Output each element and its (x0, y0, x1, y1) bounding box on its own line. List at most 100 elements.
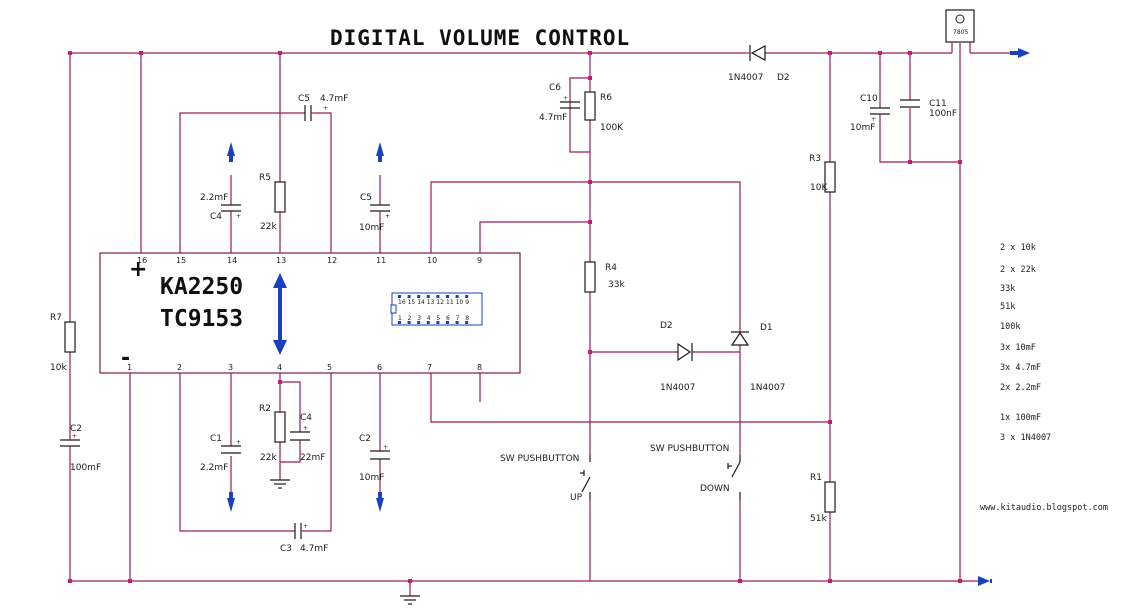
svg-text:2.2mF: 2.2mF (200, 463, 228, 473)
svg-text:C3: C3 (280, 544, 292, 554)
bom-item: 100k (1000, 322, 1020, 332)
svg-text:7805: 7805 (953, 29, 968, 36)
svg-text:22k: 22k (260, 453, 277, 463)
dip-pin-label: 1 (398, 315, 402, 322)
arrow-down-icon (376, 492, 384, 512)
svg-text:10mF: 10mF (359, 223, 384, 233)
svg-text:4.7mF: 4.7mF (300, 544, 328, 554)
ic-name-tc9153: TC9153 (160, 306, 243, 332)
arrow-left-icon (1010, 48, 1030, 58)
svg-text:51k: 51k (810, 514, 827, 524)
arrow-up-icon (227, 142, 235, 162)
svg-text:10mF: 10mF (359, 473, 384, 483)
svg-text:SW PUSHBUTTON: SW PUSHBUTTON (500, 454, 579, 464)
pin-9: 9 (477, 256, 482, 265)
dip-pin-label: 5 (436, 315, 440, 322)
svg-text:10K: 10K (810, 183, 828, 193)
dip-pin-marker (407, 321, 411, 324)
dip-pin-marker (417, 295, 421, 298)
svg-text:22mF: 22mF (300, 453, 325, 463)
bom-item: 2 x 10k (1000, 243, 1036, 253)
ic-ka2250: 16 15 14 13 12 11 10 9 1 2 3 4 5 6 7 8 +… (99, 252, 521, 374)
svg-text:10k: 10k (50, 363, 67, 373)
ic-plus-sign: + (129, 257, 147, 282)
bom-item: 3x 10mF (1000, 343, 1036, 353)
svg-text:D1: D1 (760, 323, 773, 333)
dip-pin-label: 12 (436, 299, 444, 306)
svg-text:C10: C10 (860, 94, 878, 104)
svg-text:+: + (303, 425, 308, 432)
pin-16: 16 (137, 256, 147, 265)
pin-5: 5 (327, 363, 332, 372)
arrow-down-icon (227, 492, 235, 512)
svg-text:+: + (303, 523, 308, 530)
svg-text:+: + (563, 95, 568, 102)
dip-pin-label: 16 (398, 299, 406, 306)
pin-13: 13 (276, 256, 286, 265)
pin-7: 7 (427, 363, 432, 372)
dip-pin-label: 3 (417, 315, 421, 322)
dip-pin-marker (465, 321, 469, 324)
svg-text:R5: R5 (259, 173, 271, 183)
dip-pin-label: 6 (446, 315, 450, 322)
svg-text:C5: C5 (298, 94, 310, 104)
svg-text:C2: C2 (359, 434, 371, 444)
dip-pin-marker (426, 295, 430, 298)
pin-14: 14 (227, 256, 237, 265)
resistor-r6: R6 100K (584, 91, 624, 133)
dip-pin-label: 10 (456, 299, 464, 306)
capacitor-c5-top: C5 4.7mF + (298, 94, 348, 121)
svg-text:1N4007: 1N4007 (660, 383, 695, 393)
capacitor-c2-bottom: + C2 10mF (359, 434, 390, 483)
svg-text:D2: D2 (777, 73, 790, 83)
resistor-r3: R3 10K (809, 154, 836, 193)
dip-pin-label: 9 (465, 299, 469, 306)
svg-text:R1: R1 (810, 473, 822, 483)
svg-text:UP: UP (570, 493, 583, 503)
bom-item: 1x 100mF (1000, 413, 1041, 423)
svg-text:100nF: 100nF (929, 109, 957, 119)
svg-text:C6: C6 (549, 83, 561, 93)
svg-text:4.7mF: 4.7mF (320, 94, 348, 104)
dip-pin-marker (465, 295, 469, 298)
bom-item: 2 x 22k (1000, 265, 1036, 275)
svg-text:1N4007: 1N4007 (750, 383, 785, 393)
svg-text:+: + (323, 105, 328, 112)
pin-8: 8 (477, 363, 482, 372)
pushbutton-up: SW PUSHBUTTON UP (500, 454, 591, 503)
svg-text:+: + (383, 444, 388, 451)
capacitor-c11: C11 100nF (900, 99, 957, 119)
svg-text:SW PUSHBUTTON: SW PUSHBUTTON (650, 444, 729, 454)
dip-pin-label: 15 (408, 299, 416, 306)
svg-text:2.2mF: 2.2mF (200, 193, 228, 203)
capacitor-c4-top: + 2.2mF C4 (200, 193, 241, 222)
svg-text:100K: 100K (600, 123, 624, 133)
svg-text:C4: C4 (300, 413, 312, 423)
dip-pin-marker (436, 295, 440, 298)
ic-minus-sign: - (121, 346, 130, 371)
capacitor-c3: + C3 4.7mF (280, 523, 328, 554)
pushbutton-down: SW PUSHBUTTON DOWN (650, 444, 741, 500)
capacitor-c10: + C10 10mF (850, 94, 890, 133)
dip-pin-marker (398, 295, 401, 298)
svg-text:C5: C5 (360, 193, 372, 203)
ground-icon (270, 479, 290, 489)
svg-text:10mF: 10mF (850, 123, 875, 133)
pin-1: 1 (127, 363, 132, 372)
capacitor-c4-bottom: + C4 22mF (290, 413, 325, 463)
svg-text:33k: 33k (608, 280, 625, 290)
capacitor-c2-left: + C2 100mF (60, 424, 101, 473)
svg-text:22k: 22k (260, 222, 277, 232)
svg-text:R2: R2 (259, 404, 271, 414)
bom-item: 51k (1000, 302, 1015, 312)
pin-10: 10 (427, 256, 437, 265)
svg-text:C11: C11 (929, 99, 947, 109)
dip-pin-marker (446, 321, 449, 324)
svg-text:C1: C1 (210, 434, 222, 444)
dip-pin-marker (436, 321, 440, 324)
svg-text:1N4007: 1N4007 (728, 73, 763, 83)
